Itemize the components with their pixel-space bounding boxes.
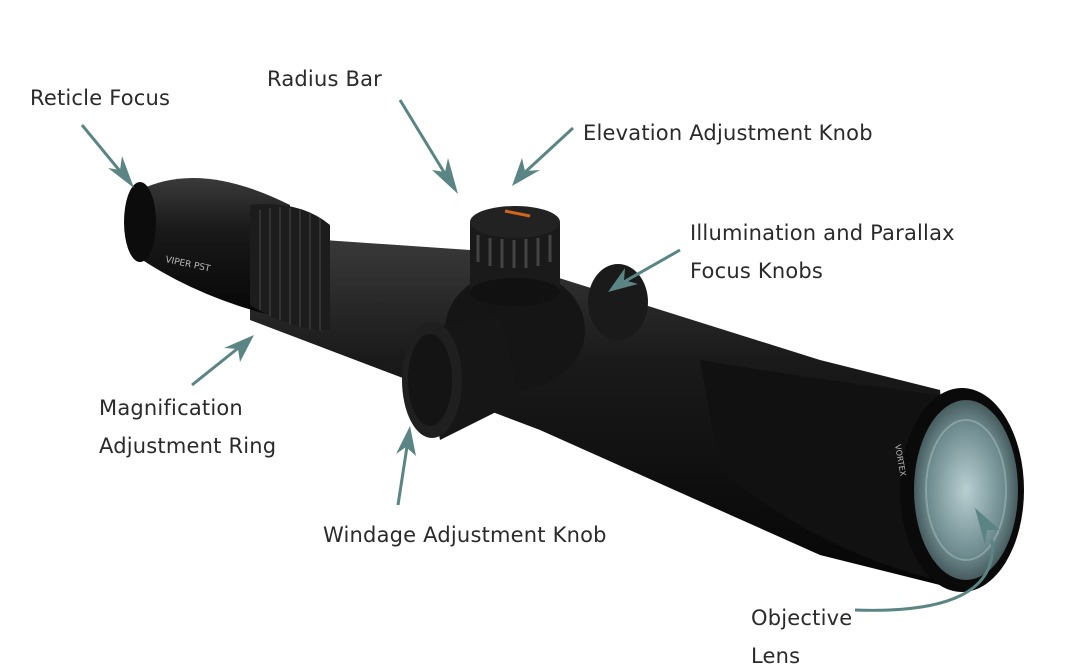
arrow-objective-lens [854, 508, 1000, 612]
arrow-magnification-ring [191, 335, 254, 387]
arrow-radius-bar [398, 99, 458, 194]
elevation-knob [470, 206, 560, 306]
label-objective-line2: Lens [751, 644, 801, 668]
reticle-focus-ring [124, 182, 156, 262]
label-elevation-knob: Elevation Adjustment Knob [583, 121, 873, 145]
arrow-windage-knob [396, 426, 416, 506]
arrow-elevation-knob [512, 126, 575, 186]
arrow-illumination-knobs [608, 248, 681, 292]
label-illumination-line2: Focus Knobs [690, 259, 824, 283]
windage-knob [402, 315, 520, 440]
objective-lens [914, 400, 1018, 580]
scope-body: VIPER PST VORTEX [124, 178, 1024, 592]
label-objective-line1: Objective [751, 606, 853, 630]
callout-arrows [80, 99, 1000, 612]
arrow-reticle-focus [80, 124, 134, 188]
label-magnification-line2: Adjustment Ring [99, 434, 277, 458]
label-magnification-ring: Magnification Adjustment Ring [99, 389, 276, 465]
label-windage-knob: Windage Adjustment Knob [323, 523, 607, 547]
label-illumination-line1: Illumination and Parallax [690, 221, 955, 245]
label-radius-bar: Radius Bar [267, 67, 382, 91]
label-objective-lens: Objective Lens [751, 599, 852, 669]
label-magnification-line1: Magnification [99, 396, 243, 420]
illumination-parallax-knob [588, 264, 648, 340]
label-reticle-focus: Reticle Focus [30, 86, 171, 110]
radius-bar [504, 209, 531, 218]
label-illumination-parallax: Illumination and Parallax Focus Knobs [690, 214, 955, 290]
